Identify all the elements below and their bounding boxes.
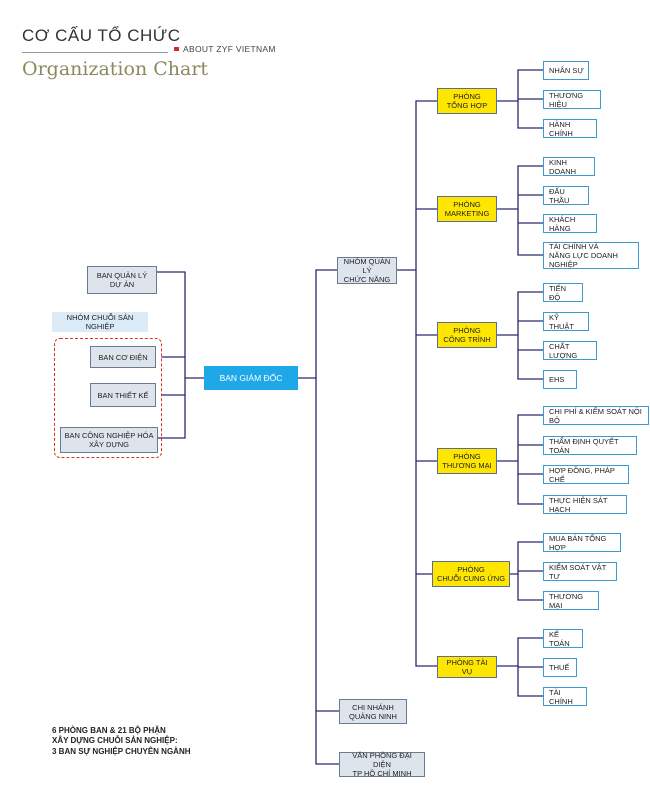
footnote-line-1: 6 PHÒNG BAN & 21 BỘ PHẬN [52, 726, 166, 735]
dept-general-line-1: PHÒNG [453, 92, 481, 101]
dept-commerce-box: PHÒNG THƯƠNG MẠI [437, 448, 497, 474]
unit-progress: TIẾN ĐỘ [543, 283, 583, 302]
unit-corporate-finance-line-1: TÀI CHÍNH VÀ [549, 242, 599, 251]
dept-supply-chain-line-1: PHÒNG [457, 565, 485, 574]
ceo-box: BAN GIÁM ĐỐC [204, 366, 298, 390]
board-design-box: BAN THIẾT KẾ [90, 383, 156, 407]
industry-chain-label: NHÓM CHUỖI SẢN NGHIỆP [52, 312, 148, 332]
dept-construction-line-2: CÔNG TRÌNH [443, 335, 491, 344]
project-board-box: BAN QUẢN LÝ DỰ ÁN [87, 266, 157, 294]
unit-brand: THƯƠNG HIỆU [543, 90, 601, 109]
dept-construction-box: PHÒNG CÔNG TRÌNH [437, 322, 497, 348]
unit-customers: KHÁCH HÀNG [543, 214, 597, 233]
unit-settlement: THẨM ĐỊNH QUYẾT TOÁN [543, 436, 637, 455]
unit-tax: THUẾ [543, 658, 577, 677]
unit-corporate-finance-line-2: NĂNG LỰC DOANH NGHIỆP [549, 251, 618, 269]
dept-general-line-2: TỔNG HỢP [446, 101, 488, 110]
unit-bidding: ĐẤU THẦU [543, 186, 589, 205]
dept-marketing-line-2: MARKETING [444, 209, 490, 218]
unit-corporate-finance: TÀI CHÍNH VÀ NĂNG LỰC DOANH NGHIỆP [543, 242, 639, 269]
title-rule [22, 52, 168, 53]
project-board-line-1: BAN QUẢN LÝ [96, 271, 148, 280]
unit-hr: NHÂN SỰ [543, 61, 589, 80]
branch-hcmc-line-1: VĂN PHÒNG ĐẠI DIỆN [352, 751, 412, 769]
project-board-line-2: DỰ ÁN [109, 280, 135, 289]
unit-accounting: KẾ TOÁN [543, 629, 583, 648]
dept-finance-label: PHÒNG TÀI VỤ [446, 658, 488, 676]
industry-chain-group [54, 338, 162, 458]
functional-group-line-2: CHỨC NĂNG [343, 275, 391, 284]
dept-construction-line-1: PHÒNG [453, 326, 481, 335]
dept-commerce-line-1: PHÒNG [453, 452, 481, 461]
dept-supply-chain-box: PHÒNG CHUỖI CUNG ỨNG [432, 561, 510, 587]
dept-marketing-box: PHÒNG MARKETING [437, 196, 497, 222]
unit-trading: THƯƠNG MẠI [543, 591, 599, 610]
dept-marketing-line-1: PHÒNG [453, 200, 481, 209]
board-industrialization-box: BAN CÔNG NGHIỆP HÓA XÂY DỰNG [60, 427, 158, 453]
unit-technical: KỸ THUẬT [543, 312, 589, 331]
board-mep-label: BAN CƠ ĐIỆN [98, 352, 148, 362]
unit-inspection: THỰC HIỆN SÁT HẠCH [543, 495, 627, 514]
title-en: Organization Chart [22, 58, 209, 80]
about-label: ABOUT ZYF VIETNAM [183, 44, 276, 54]
branch-quang-ninh-line-1: CHI NHÁNH [352, 702, 394, 712]
footnote-line-2: XÂY DỰNG CHUỖI SẢN NGHIỆP: [52, 736, 178, 746]
dept-supply-chain-line-2: CHUỖI CUNG ỨNG [436, 574, 506, 583]
dept-finance-box: PHÒNG TÀI VỤ [437, 656, 497, 678]
unit-finance: TÀI CHÍNH [543, 687, 587, 706]
unit-cost-control: CHI PHÍ & KIỂM SOÁT NỘI BỘ [543, 406, 649, 425]
unit-procurement: MUA BÁN TỔNG HỢP [543, 533, 621, 552]
board-industrialization-line-2: XÂY DỰNG [88, 440, 130, 449]
unit-quality: CHẤT LƯỢNG [543, 341, 597, 360]
unit-sales: KINH DOANH [543, 157, 595, 176]
about-marker [174, 47, 179, 51]
functional-group-box: NHÓM QUẢN LÝ CHỨC NĂNG [337, 257, 397, 284]
unit-contracts-legal: HỢP ĐỒNG, PHÁP CHẾ [543, 465, 629, 484]
board-industrialization-line-1: BAN CÔNG NGHIỆP HÓA [64, 431, 154, 440]
board-design-label: BAN THIẾT KẾ [97, 390, 149, 400]
board-mep-box: BAN CƠ ĐIỆN [90, 346, 156, 368]
dept-general-box: PHÒNG TỔNG HỢP [437, 88, 497, 114]
unit-material-control: KIỂM SOÁT VẬT TƯ [543, 562, 617, 581]
unit-admin: HÀNH CHÍNH [543, 119, 597, 138]
functional-group-line-1: NHÓM QUẢN LÝ [343, 257, 391, 275]
branch-hcmc-box: VĂN PHÒNG ĐẠI DIỆN TP HỒ CHÍ MINH [339, 751, 425, 778]
footnote: 6 PHÒNG BAN & 21 BỘ PHẬN XÂY DỰNG CHUỖI … [52, 726, 191, 757]
footnote-line-3: 3 BAN SỰ NGHIỆP CHUYÊN NGÀNH [52, 746, 191, 756]
title-vn: CƠ CẤU TỔ CHỨC [22, 26, 181, 45]
dept-commerce-line-2: THƯƠNG MẠI [442, 461, 492, 470]
branch-quang-ninh-box: CHI NHÁNH QUẢNG NINH [339, 699, 407, 724]
branch-hcmc-line-2: TP HỒ CHÍ MINH [352, 769, 412, 778]
branch-quang-ninh-line-2: QUẢNG NINH [349, 711, 397, 721]
unit-ehs: EHS [543, 370, 577, 389]
